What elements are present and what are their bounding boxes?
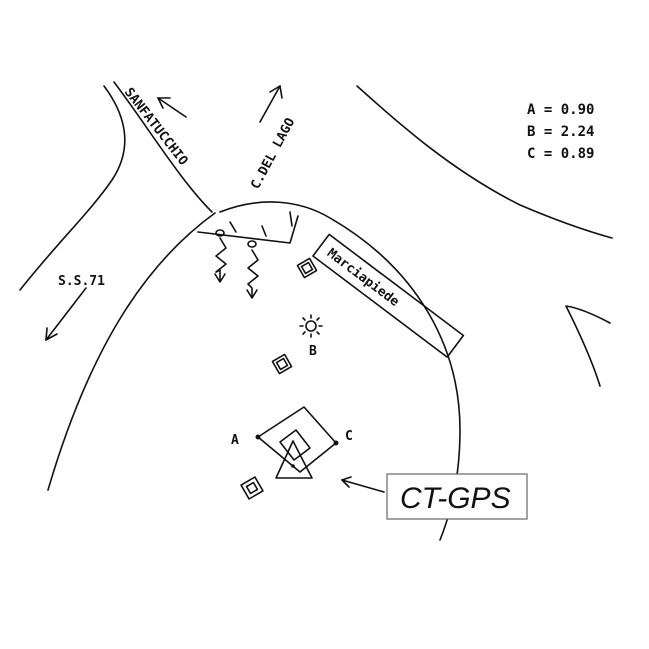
point-label-c: C [345, 429, 353, 444]
triangle-marker-icon [275, 440, 313, 479]
road-edge-east-top [356, 85, 613, 239]
curb-strip [197, 215, 299, 244]
road-edge-east-corner [565, 305, 611, 387]
road-label-cdellago: C.DEL LAGO [248, 116, 298, 192]
curb-mark-2 [261, 225, 267, 237]
road-edge-upper-junction [113, 81, 213, 213]
sidewalk-label: Marciapiede [324, 246, 402, 310]
inner-square [279, 429, 311, 461]
street-lamp-icon [299, 314, 323, 338]
square-marker-icon [240, 476, 264, 500]
curb-mark-1 [229, 221, 237, 233]
drain-symbol-left [214, 229, 227, 283]
square-marker-icon [296, 257, 318, 279]
road-label-sanfatucchio: SANFATUCCHIO [121, 85, 191, 168]
pointer-arrow-icon [341, 476, 385, 493]
point-label-b: B [309, 344, 317, 359]
arrow-sanfatucchio-icon [157, 97, 187, 118]
measurement-frame [257, 406, 337, 473]
square-marker-icon [271, 353, 293, 375]
legend-b: B = 2.24 [527, 124, 594, 140]
legend-c: C = 0.89 [527, 146, 594, 162]
station-label-box: CT-GPS [386, 473, 528, 520]
arrow-cdellago-icon [259, 85, 283, 123]
point-c-dot [333, 440, 339, 446]
drain-symbol-right [246, 240, 259, 299]
curb-mark-3 [289, 211, 293, 227]
road-label-ss71: S.S.71 [58, 274, 105, 289]
point-label-a: A [231, 433, 239, 448]
road-edge-west-upper [19, 85, 126, 291]
legend-a: A = 0.90 [527, 102, 594, 118]
point-a-dot [255, 434, 261, 440]
station-label: CT-GPS [400, 482, 511, 515]
arrow-ss71-icon [45, 287, 87, 341]
road-edge-main-arc [47, 212, 216, 491]
